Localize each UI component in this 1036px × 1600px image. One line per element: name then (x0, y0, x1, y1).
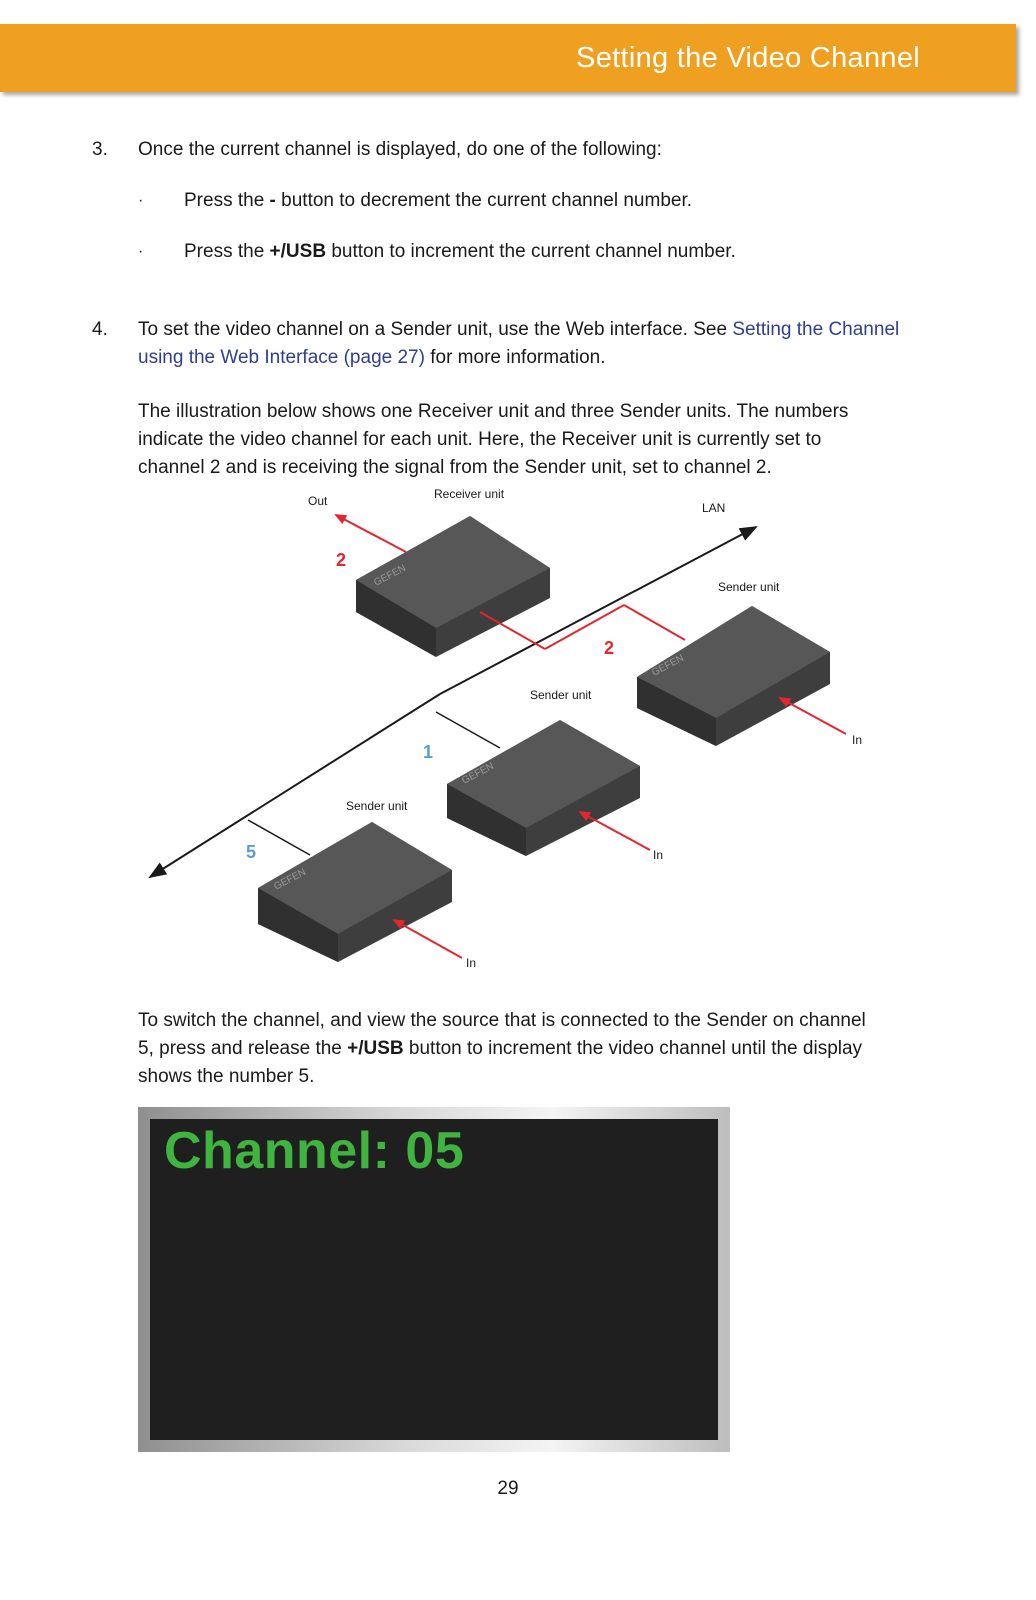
intro-line: channel 2 and is receiving the signal fr… (138, 457, 772, 478)
out-label: Out (308, 494, 328, 508)
intro-line: The illustration below shows one Receive… (138, 401, 849, 422)
active-link-segment (544, 604, 625, 650)
channel-receiver: 2 (336, 550, 346, 570)
bullet-text: button to increment the current channel … (326, 241, 736, 262)
channel-display-text: Channel: 05 (164, 1122, 465, 1180)
display-screen: Channel: 05 (150, 1119, 718, 1440)
bullet-decrement: Press the - button to decrement the curr… (184, 187, 692, 215)
bullet-text: Press the (184, 241, 270, 262)
receiver-lan-link (479, 611, 546, 650)
illustration-intro: The illustration below shows one Receive… (138, 398, 958, 482)
channel-sender-mid: 1 (423, 742, 433, 762)
bullet-dot: · (138, 192, 144, 209)
button-name: - (269, 190, 276, 211)
step-number-3: 3. (92, 139, 108, 160)
switch-line: 5, press and release the +/USB button to… (138, 1035, 958, 1063)
sender-unit-top-box: GEFEN (637, 606, 830, 746)
lan-label: LAN (702, 501, 725, 515)
sender-unit-low-box: GEFEN (258, 822, 452, 962)
display-frame: Channel: 05 (138, 1107, 730, 1452)
in-arrow-top (778, 697, 847, 735)
bullet-text: button to decrement the current channel … (275, 190, 693, 211)
in-label-mid: In (653, 848, 663, 862)
step-number-4: 4. (92, 319, 108, 340)
network-diagram: GEFEN GEFEN GEFEN GEFEN Out Receiver uni… (148, 487, 862, 970)
receiver-unit-label: Receiver unit (434, 487, 505, 501)
step-3-text: Once the current channel is displayed, d… (138, 139, 662, 160)
page-number: 29 (497, 1478, 519, 1499)
top-sender-lan-link (623, 604, 686, 641)
step-4-text-post: for more information. (424, 347, 606, 368)
web-interface-link[interactable]: Setting the Channel (732, 319, 900, 340)
button-name: +/USB (347, 1038, 404, 1059)
switch-text: 5, press and release the (138, 1038, 348, 1059)
switch-text: button to increment the video channel un… (403, 1038, 863, 1059)
bullet-dot: · (138, 243, 144, 260)
receiver-unit-box: GEFEN (356, 516, 550, 657)
button-name: +/USB (269, 241, 327, 262)
channel-sender-top: 2 (604, 638, 614, 658)
sender-unit-mid-label: Sender unit (530, 688, 592, 702)
page-title: Setting the Video Channel (576, 42, 920, 74)
in-label-top: In (852, 733, 862, 747)
out-arrow (334, 514, 407, 553)
low-sender-lan-link (247, 819, 311, 856)
in-label-low: In (466, 956, 476, 970)
web-interface-link-cont[interactable]: using the Web Interface (page 27) (138, 347, 425, 368)
intro-line: indicate the video channel for each unit… (138, 429, 822, 450)
switch-channel-text: To switch the channel, and view the sour… (138, 1007, 958, 1091)
bullet-text: Press the (184, 190, 270, 211)
mid-sender-lan-link (435, 711, 501, 749)
sender-unit-low-label: Sender unit (346, 799, 408, 813)
in-arrow-mid (578, 811, 651, 851)
sender-unit-top-label: Sender unit (718, 580, 780, 594)
channel-sender-low: 5 (246, 842, 256, 862)
lan-line-upper (439, 526, 758, 695)
sender-unit-mid-box: GEFEN (447, 720, 640, 856)
step-4-text-pre: To set the video channel on a Sender uni… (138, 319, 733, 340)
lan-line-lower (148, 693, 441, 879)
switch-line: To switch the channel, and view the sour… (138, 1010, 866, 1031)
in-arrow-low (392, 919, 463, 959)
header-bar: Setting the Video Channel (0, 24, 1016, 92)
step-4-text: To set the video channel on a Sender uni… (138, 316, 938, 372)
bullet-increment: Press the +/USB button to increment the … (184, 238, 736, 266)
switch-line: shows the number 5. (138, 1066, 315, 1087)
